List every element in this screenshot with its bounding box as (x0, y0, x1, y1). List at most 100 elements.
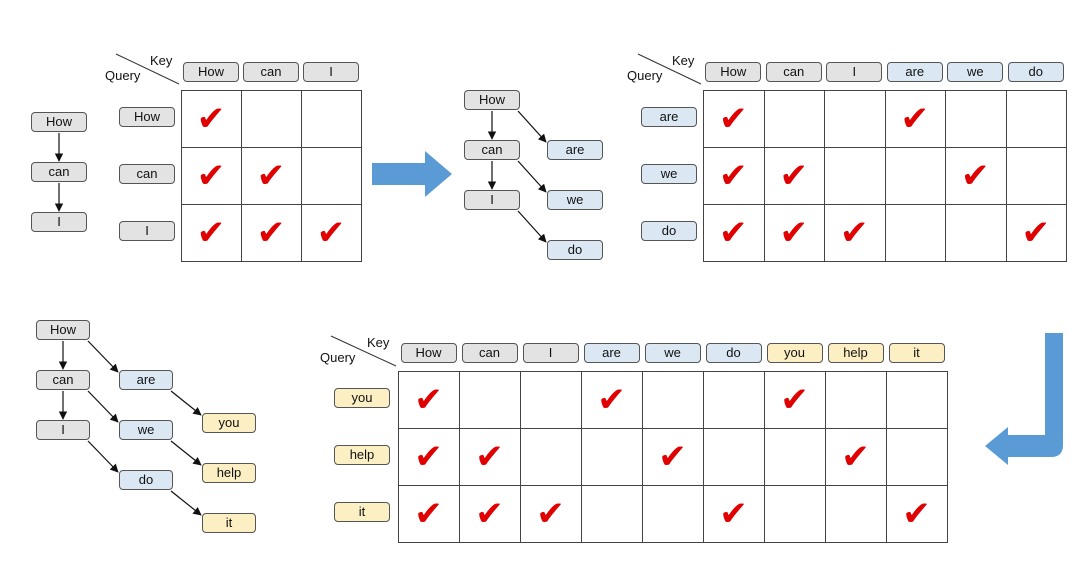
tree-edge-arrow (170, 390, 202, 416)
attention-cell (520, 428, 582, 486)
attention-cell (764, 371, 826, 429)
query-token-we: we (641, 163, 697, 184)
tree-edge-arrow (517, 110, 547, 143)
check-mark-icon: ✔ (414, 493, 443, 534)
key-token-do: do (1007, 62, 1064, 82)
tree-node-can: can (464, 140, 520, 160)
tree-node-do: do (547, 240, 603, 260)
matrix-header-diagonal (330, 335, 397, 367)
tree-node-how: How (36, 320, 90, 340)
attention-cell (459, 428, 521, 486)
tree-node-are: are (119, 370, 173, 390)
tree-node-we: we (119, 420, 173, 440)
tree-node-how: How (464, 90, 520, 110)
check-mark-icon: ✔ (780, 379, 809, 420)
attention-cell (398, 485, 460, 543)
tree-edge-arrow (517, 160, 547, 193)
attention-cell (642, 371, 704, 429)
attention-cell (886, 371, 948, 429)
return-arrow-icon (985, 333, 1063, 465)
attention-cell (824, 147, 886, 205)
matrix-header-diagonal (115, 53, 180, 85)
check-mark-icon: ✔ (779, 212, 809, 253)
attention-cell (581, 371, 643, 429)
check-mark-icon: ✔ (900, 98, 930, 139)
tree-node-can: can (36, 370, 90, 390)
tree-node-i: I (31, 212, 87, 232)
attention-cell (241, 204, 302, 262)
key-token-it: it (888, 343, 945, 363)
attention-cell (884, 204, 946, 262)
check-mark-icon: ✔ (719, 493, 748, 534)
attention-cell (884, 147, 946, 205)
attention-cell (520, 371, 582, 429)
key-token-do: do (705, 343, 762, 363)
query-token-are: are (641, 106, 697, 127)
tree-edge-arrow (87, 390, 119, 423)
key-token-i: I (303, 62, 359, 82)
check-mark-icon: ✔ (841, 436, 870, 477)
check-mark-icon: ✔ (256, 212, 286, 253)
key-token-are: are (583, 343, 640, 363)
check-mark-icon: ✔ (719, 155, 748, 196)
check-mark-icon: ✔ (658, 436, 687, 477)
key-token-can: can (765, 62, 822, 82)
check-mark-icon: ✔ (961, 155, 990, 196)
tree-edge-arrow (170, 440, 202, 466)
query-token-can: can (119, 163, 175, 184)
check-mark-icon: ✔ (840, 212, 869, 253)
check-mark-icon: ✔ (475, 436, 504, 477)
tree-node-help: help (202, 463, 256, 483)
check-mark-icon: ✔ (196, 98, 226, 139)
key-token-can: can (461, 343, 518, 363)
attention-cell (181, 204, 242, 262)
query-token-how: How (119, 106, 175, 127)
key-token-i: I (522, 343, 579, 363)
query-token-help: help (334, 444, 390, 465)
check-mark-icon: ✔ (597, 379, 626, 420)
attention-cell (703, 485, 765, 543)
attention-cell (241, 90, 302, 148)
tree-edge-arrow (87, 440, 119, 473)
check-mark-icon: ✔ (1021, 212, 1051, 253)
attention-cell (581, 485, 643, 543)
check-mark-icon: ✔ (719, 98, 748, 139)
tree-node-you: you (202, 413, 256, 433)
key-token-we: we (947, 62, 1004, 82)
attention-cell (763, 147, 825, 205)
check-mark-icon: ✔ (256, 155, 286, 196)
attention-cell (1005, 147, 1067, 205)
attention-cell (703, 204, 765, 262)
query-token-do: do (641, 220, 697, 241)
key-token-can: can (243, 62, 299, 82)
attention-cell (886, 485, 948, 543)
check-mark-icon: ✔ (414, 379, 443, 420)
key-token-how: How (400, 343, 457, 363)
query-axis-label: Query (627, 68, 663, 83)
key-token-are: are (886, 62, 943, 82)
key-axis-label: Key (367, 335, 390, 350)
tree-edge-arrow (170, 490, 202, 516)
key-axis-label: Key (672, 53, 695, 68)
check-mark-icon: ✔ (902, 493, 931, 534)
attention-cell (824, 90, 886, 148)
tree-node-can: can (31, 162, 87, 182)
matrix-header-diagonal (637, 53, 702, 85)
tree-edge-arrow (87, 340, 119, 373)
attention-cell (703, 90, 765, 148)
attention-cell (301, 90, 362, 148)
check-mark-icon: ✔ (779, 155, 809, 196)
check-mark-icon: ✔ (316, 212, 346, 253)
attention-cell (398, 428, 460, 486)
query-axis-label: Query (105, 68, 141, 83)
attention-cell (703, 371, 765, 429)
attention-cell (763, 204, 825, 262)
attention-cell (886, 428, 948, 486)
check-mark-icon: ✔ (196, 212, 226, 253)
check-mark-icon: ✔ (414, 436, 443, 477)
attention-cell (763, 90, 825, 148)
tree-node-it: it (202, 513, 256, 533)
attention-cell (825, 371, 887, 429)
attention-cell (241, 147, 302, 205)
